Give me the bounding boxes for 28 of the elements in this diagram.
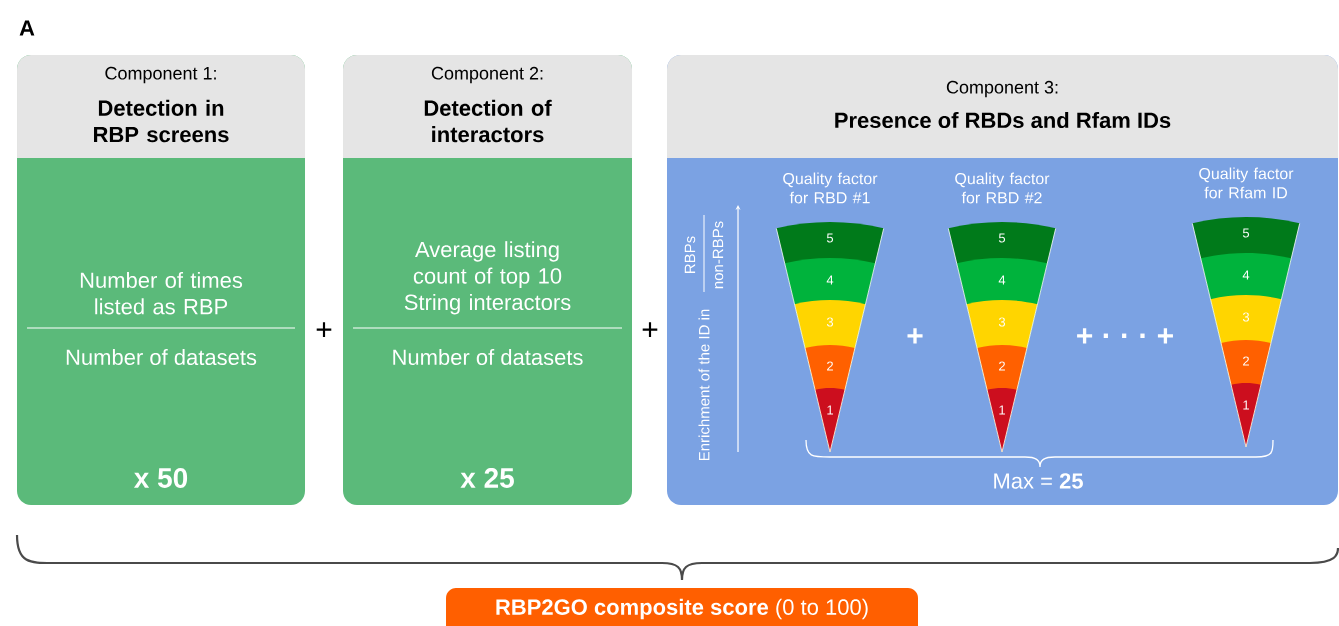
numerator-text: Number of times listed as RBP [80, 271, 243, 315]
denominator-text: Number of datasets [66, 348, 257, 366]
card-label: Component 1: [105, 66, 216, 84]
cone-drawing: 5 4 3 2 1 [1191, 217, 1301, 448]
card-label: Component 2: [431, 66, 543, 84]
card-heading: Detection in RBP screens [94, 99, 229, 143]
axis-label: non-RBPs [712, 221, 724, 289]
component-card [17, 55, 305, 505]
cone-title: Quality factor for RBD #2 [955, 172, 1050, 204]
denominator-text: Number of datasets [393, 348, 583, 366]
cone-drawing: 5 4 3 2 1 [947, 222, 1057, 453]
axis-label: Enrichment of the ID in [698, 309, 710, 461]
plus-sign: + [316, 322, 332, 337]
multiplier-text: x 25 [460, 468, 514, 488]
card-heading: Detection of interactors [424, 99, 552, 143]
max-score-text: Max = 25 [994, 473, 1083, 489]
plus-sign: + [907, 328, 923, 344]
cone-title: Quality factor for Rfam ID [1199, 167, 1294, 199]
component-card [343, 55, 632, 505]
card-heading: Presence of RBDs and Rfam IDs [835, 111, 1171, 129]
plus-ellipsis: + · · · + [1077, 328, 1173, 344]
cone-drawing: 5 4 3 2 1 [775, 222, 885, 453]
score-box: RBP2GO composite score (0 to 100) [446, 588, 918, 626]
numerator-text: Average listing count of top 10 String interactors [404, 241, 571, 315]
card-label: Component 3: [946, 80, 1058, 98]
cone-title: Quality factor for RBD #1 [783, 172, 878, 204]
axis-label: RBPs [684, 236, 696, 273]
multiplier-text: x 50 [133, 468, 188, 488]
